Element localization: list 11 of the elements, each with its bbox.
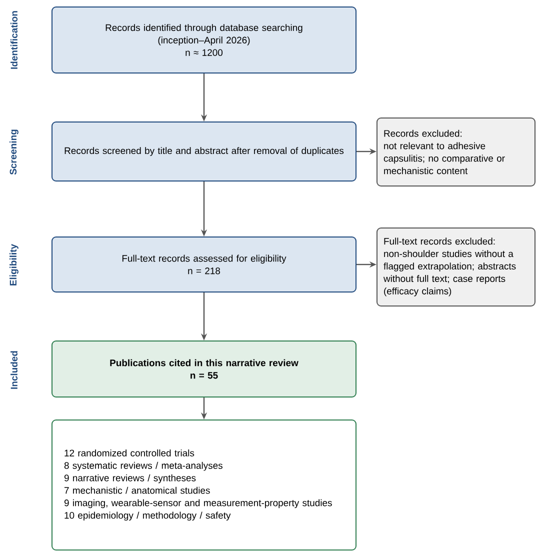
process-box: Records screened by title and abstract after removal of duplicates: [52, 122, 356, 182]
process-box: Full-text records assessed for eligibility n = 218: [52, 236, 356, 292]
exclusion-box: Records excluded: not relevant to adhesive capsulitis; no comparative or mechanistic content: [376, 118, 536, 186]
process-box: Records identified through database searching (inception–April 2026) n ≈ 1200: [52, 6, 356, 74]
exclusion-box: Full-text records excluded: non-shoulder studies without a flagged extrapolation; abstracts without full text; case reports (efficacy claims): [376, 228, 536, 306]
stage-label: Eligibility: [10, 244, 18, 286]
list-box: 12 randomized controlled trials 8 systematic reviews / meta-analyses 9 narrative reviews / syntheses 7 mechanistic / anatomical studies 9 imaging, wearable-sensor and measurement-property studies 10 epidemiology / methodology / safety: [52, 420, 356, 550]
stage-label: Screening: [10, 130, 18, 175]
stage-label: Included: [10, 351, 18, 389]
result-box: Publications cited in this narrative review n = 55: [52, 340, 356, 398]
stage-label: Identification: [10, 11, 18, 69]
